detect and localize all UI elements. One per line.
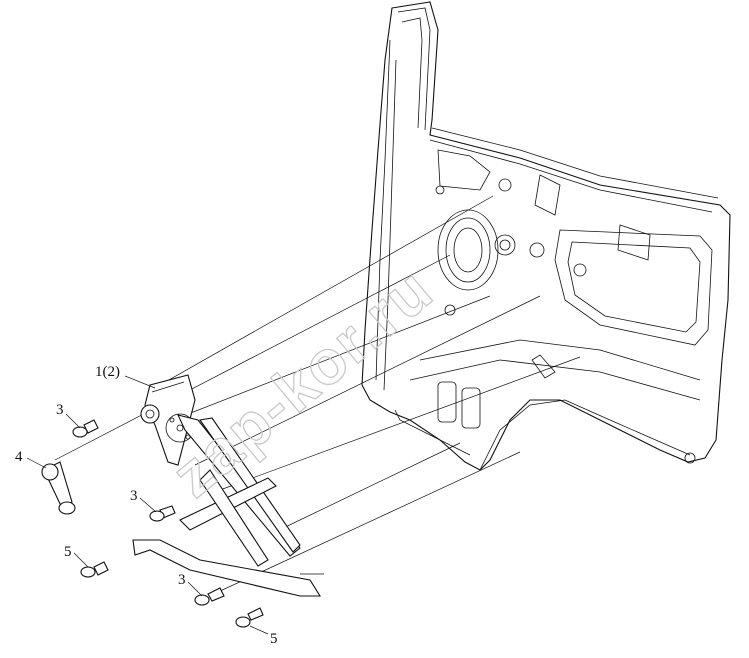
callout-3-lower: 3 — [178, 572, 186, 588]
window-regulator — [132, 374, 324, 597]
callout-4: 4 — [15, 449, 23, 465]
callout-leaders — [26, 375, 269, 635]
screw-middle — [149, 505, 176, 522]
window-crank-handle — [41, 461, 76, 515]
explode-lines — [54, 195, 581, 593]
callout-3-middle: 3 — [130, 488, 138, 504]
screw-lower-left — [80, 561, 109, 578]
door-inner-panel — [361, 1, 731, 471]
callout-labels: 1(2) 3 4 3 5 3 5 — [15, 364, 278, 647]
callout-5-left: 5 — [64, 544, 72, 560]
callout-3-upper: 3 — [56, 402, 64, 418]
callout-1-2: 1(2) — [95, 364, 120, 380]
screw-bottom — [194, 587, 225, 606]
screw-upper — [72, 419, 99, 438]
screw-bottom-right — [235, 607, 264, 628]
callout-5-bottom: 5 — [270, 631, 278, 647]
